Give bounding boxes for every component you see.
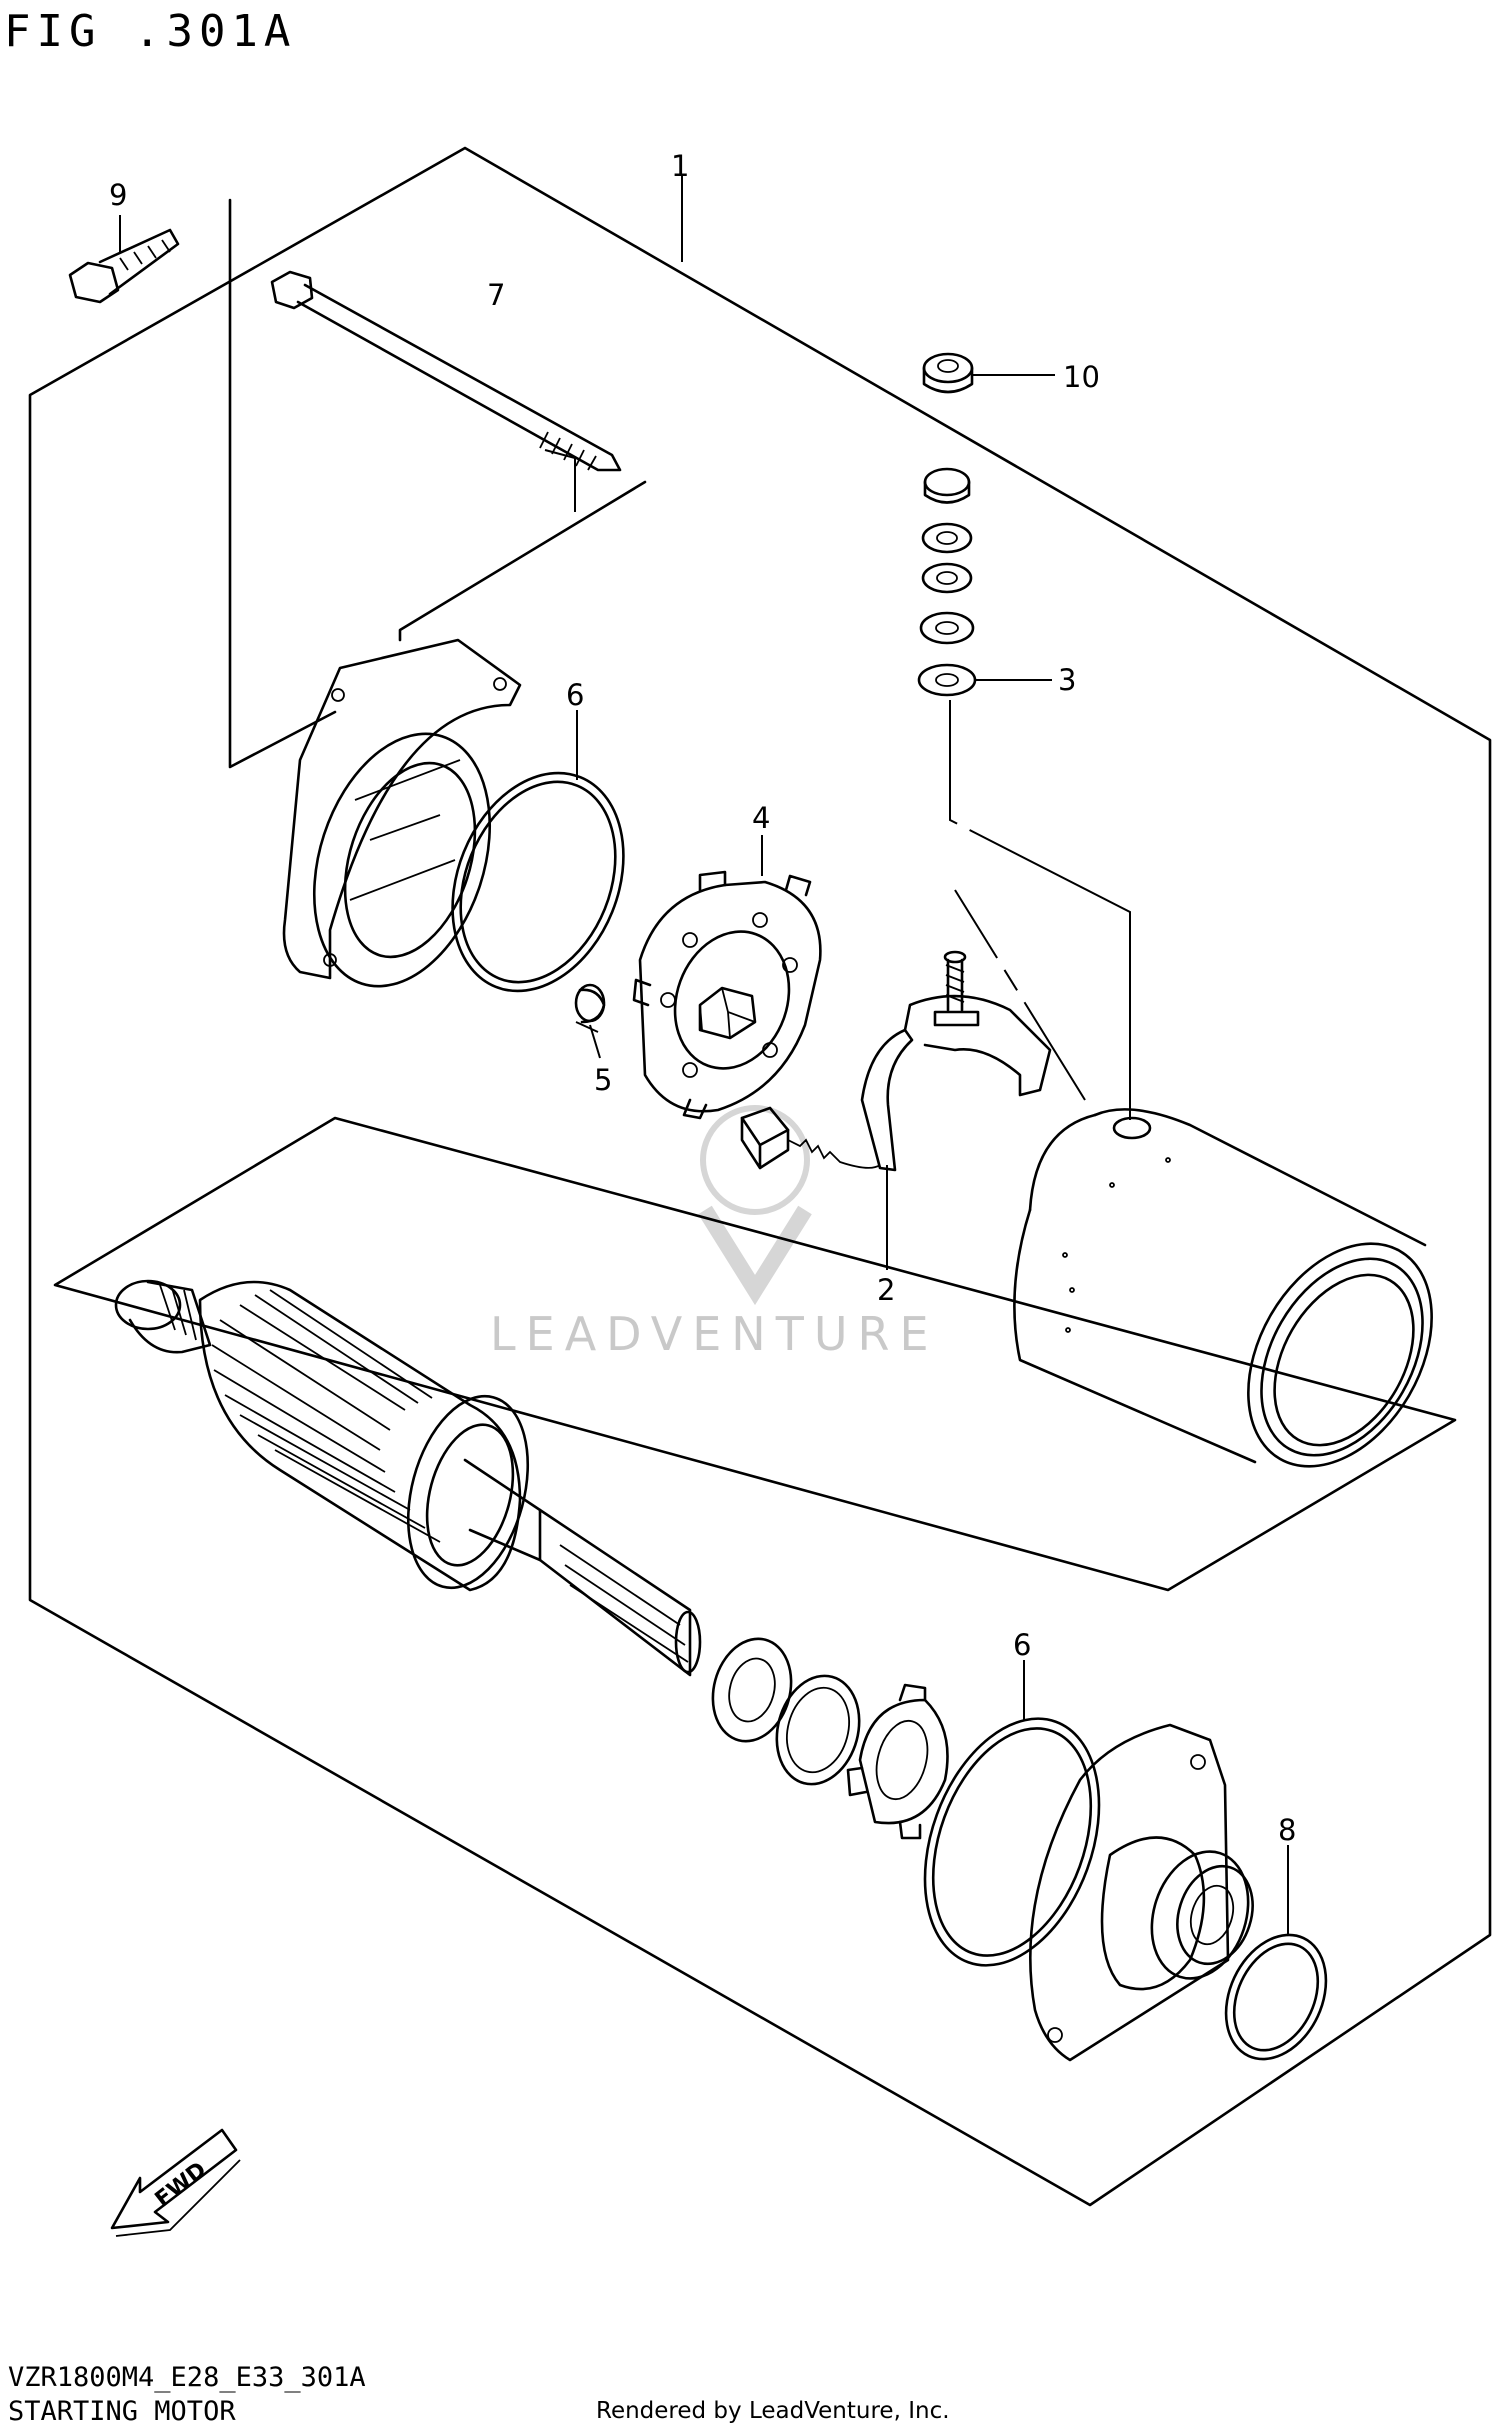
callout-10: 10 <box>1063 360 1100 394</box>
watermark: LEADVENTURE <box>490 1105 939 1361</box>
tie-bolt-leader <box>398 480 647 642</box>
assembly-name: STARTING MOTOR <box>8 2396 236 2427</box>
motor-yoke <box>1013 1108 1433 1468</box>
render-credit: Rendered by LeadVenture, Inc. <box>596 2398 950 2424</box>
model-code: VZR1800M4_E28_E33_301A <box>8 2362 366 2393</box>
callout-2: 2 <box>877 1273 895 1307</box>
o-ring-front <box>923 1717 1101 1967</box>
front-housing <box>1029 1723 1254 2062</box>
flange-bolt <box>68 228 180 304</box>
fwd-label: FWD <box>151 2157 212 2212</box>
washer-stack <box>917 467 977 697</box>
o-ring-rear <box>451 771 625 993</box>
yoke-centerline <box>949 700 1131 1120</box>
callout-3: 3 <box>1058 663 1076 697</box>
callout-9: 9 <box>109 178 127 212</box>
mount-bolt-leader <box>228 198 337 769</box>
callout-6-rear-o-ring: 6 <box>566 678 584 712</box>
rear-end-cover <box>282 638 522 988</box>
retaining-plate <box>846 1683 949 1840</box>
terminal-centerline <box>954 889 1086 1101</box>
callout-leaders <box>119 175 1289 1935</box>
callout-8: 8 <box>1278 1813 1296 1847</box>
assembly-boundary-outline <box>28 146 1492 2207</box>
callout-6-front-o-ring: 6 <box>1013 1628 1031 1662</box>
watermark-text: LEADVENTURE <box>490 1307 939 1361</box>
callout-5: 5 <box>594 1063 612 1097</box>
brush-spring <box>574 983 606 1033</box>
figure-title: FIG .301A <box>4 6 297 57</box>
o-ring-small <box>1224 1933 1328 2061</box>
fwd-arrow-icon: FWD <box>110 2128 241 2237</box>
callout-numbers: 1 9 7 10 3 6 4 5 2 6 8 <box>109 149 1296 1847</box>
callout-4: 4 <box>752 801 770 835</box>
terminal-nut <box>922 352 974 394</box>
through-bolt <box>270 270 622 472</box>
brush-holder-plate <box>632 870 822 1120</box>
front-washers <box>711 1637 861 1786</box>
armature-group-boundary <box>53 1116 1457 1592</box>
armature <box>114 1279 702 1677</box>
brush-terminal-set <box>740 950 1052 1172</box>
callout-7: 7 <box>487 278 505 312</box>
callout-1: 1 <box>671 149 689 183</box>
